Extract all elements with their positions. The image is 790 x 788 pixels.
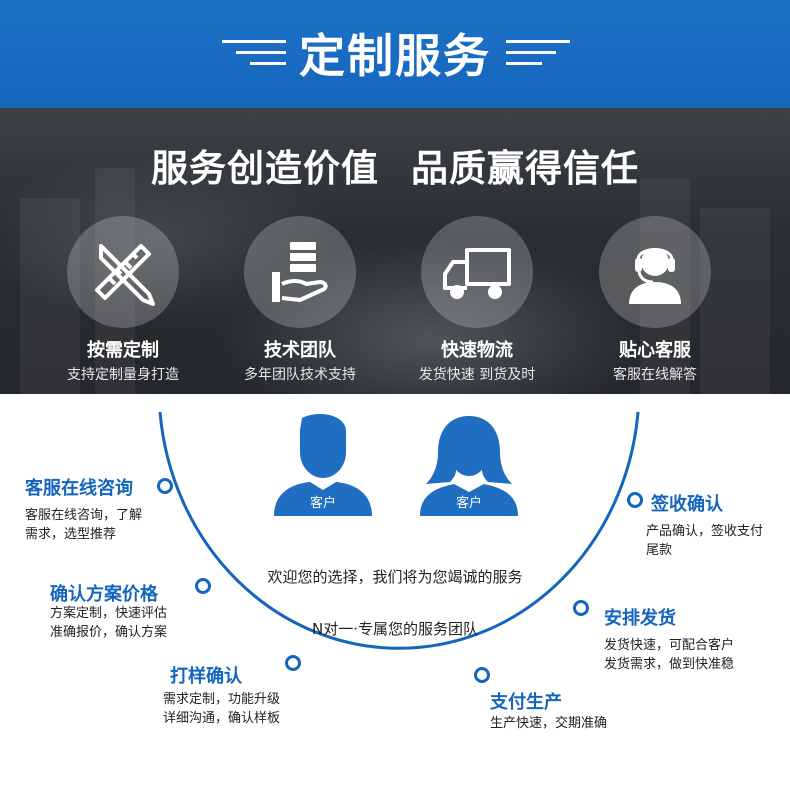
step-desc-consult-2: 需求，选型推荐	[25, 527, 117, 542]
slogan-part1: 服务创造价值	[151, 147, 379, 190]
step-node-shipping	[573, 600, 589, 616]
female-customer-icon	[420, 416, 518, 516]
step-desc-consult-1: 客服在线咨询，了解	[25, 508, 143, 523]
feature-subtitle: 支持定制量身打造	[67, 367, 179, 383]
step-title-quote: 确认方案价格	[50, 584, 158, 605]
feature-subtitle: 发货快速 到货及时	[418, 367, 536, 383]
step-node-signoff	[627, 492, 643, 508]
step-title-sample: 打样确认	[170, 666, 242, 687]
customer-label: 客户	[309, 496, 336, 511]
headset-agent-icon	[599, 216, 711, 328]
step-node-quote	[195, 578, 211, 594]
step-desc-quote-2: 准确报价，确认方案	[50, 625, 168, 640]
customer-male: 客户	[268, 412, 378, 520]
process-arc	[158, 411, 640, 650]
slogan-part2: 品质赢得信任	[411, 147, 639, 190]
feature-subtitle: 多年团队技术支持	[244, 367, 356, 383]
step-title-production: 支付生产	[490, 692, 562, 713]
title-decoration-left	[222, 40, 286, 68]
step-desc-quote-1: 方案定制，快速评估	[50, 606, 168, 621]
step-desc-shipping-2: 发货需求，做到快准稳	[604, 657, 735, 672]
feature-subtitle: 客服在线解答	[613, 367, 697, 383]
title-decoration-right	[506, 40, 570, 68]
welcome-text: 欢迎您的选择，我们将为您竭诚的服务	[267, 568, 523, 586]
feature-title: 快速物流	[441, 340, 513, 361]
step-desc-signoff-2: 尾款	[646, 543, 673, 558]
feature-logistics: 快速物流 发货快速 到货及时	[402, 216, 552, 385]
feature-team: 技术团队 多年团队技术支持	[225, 216, 375, 385]
page-title: 定制服务	[299, 29, 491, 83]
customer-label: 客户	[455, 496, 482, 511]
step-desc-production-1: 生产快速，交期准确	[490, 716, 608, 731]
header-banner: 定制服务	[0, 0, 790, 108]
step-node-production	[474, 667, 490, 683]
step-title-consult: 客服在线咨询	[25, 478, 133, 499]
step-title-signoff: 签收确认	[651, 494, 723, 515]
feature-custom: 按需定制 支持定制量身打造	[48, 216, 198, 385]
service-band: 服务创造价值品质赢得信任 按需定制 支持定制量身打造	[0, 108, 790, 394]
customer-female: 客户	[414, 412, 524, 520]
step-desc-shipping-1: 发货快速，可配合客户	[604, 638, 735, 653]
step-node-sample	[285, 655, 301, 671]
feature-title: 贴心客服	[619, 340, 691, 361]
ruler-pencil-icon	[67, 216, 179, 328]
team-text: N对一·专属您的服务团队	[312, 620, 478, 638]
step-desc-sample-1: 需求定制，功能升级	[163, 692, 281, 707]
step-node-consult	[157, 478, 173, 494]
feature-title: 技术团队	[264, 340, 336, 361]
step-desc-signoff-1: 产品确认，签收支付	[646, 524, 764, 539]
step-desc-sample-2: 详细沟通，确认样板	[163, 711, 281, 726]
male-customer-icon	[274, 414, 372, 516]
feature-title: 按需定制	[87, 340, 159, 361]
slogan: 服务创造价值品质赢得信任	[0, 138, 790, 192]
server-hand-icon	[244, 216, 356, 328]
truck-icon	[421, 216, 533, 328]
feature-support: 贴心客服 客服在线解答	[580, 216, 730, 385]
step-title-shipping: 安排发货	[604, 608, 676, 629]
